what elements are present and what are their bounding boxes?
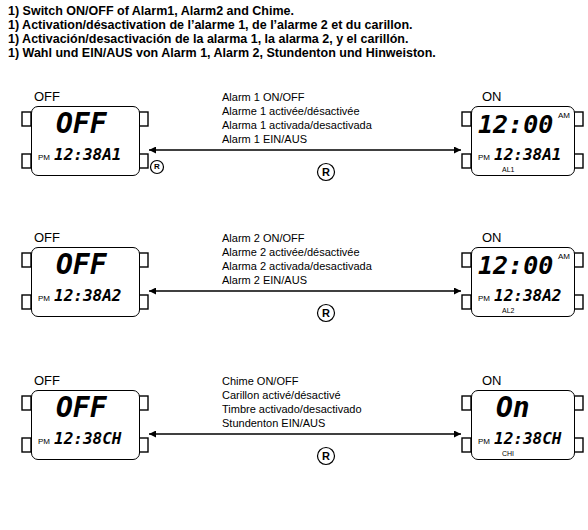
lcd-sub: 12:38CH [54,431,121,447]
caption-translation: Alarme 1 activée/désactivée [222,105,360,118]
caption-translation: Alarma 2 activada/desactivada [222,260,372,273]
state-heading: OFF [34,374,60,387]
state-heading: ON [482,90,502,103]
lcd-indicator: PM [38,154,50,162]
watch-display: OFFOFFPM12:38A2 [31,247,140,317]
state-heading: ON [482,231,502,244]
edge-label: Alarm 2 ON/OFF [222,232,305,245]
watch-display: ON12:00AMPM12:38A2AL2 [471,247,575,317]
lcd-main: OFF [56,394,107,422]
caption-translation: Alarm 1 EIN/AUS [222,133,307,146]
caption-translation: Alarma 1 activada/desactivada [222,119,372,132]
lcd-indicator: PM [478,295,490,303]
button-mark: R [322,167,330,178]
heading: 1) Switch ON/OFF of Alarm1, Alarm2 and C… [8,5,553,19]
heading-translation: 1) Activación/desactivación de la alarma… [8,33,553,47]
state-heading: OFF [34,231,60,244]
lcd-indicator: AM [558,253,570,261]
lcd-indicator: CHI [502,450,514,457]
lcd-indicator: PM [478,154,490,162]
edge-label: Chime ON/OFF [222,375,298,388]
state-heading: ON [482,374,502,387]
state-heading: OFF [34,90,60,103]
lcd-indicator: AL2 [502,307,514,314]
caption-translation: Carillon activé/désactivé [222,389,341,402]
button-mark: R [154,163,160,171]
lcd-indicator: PM [38,438,50,446]
lcd-main: OFF [56,110,107,138]
watch-display: OFFOFFPM12:38CH [31,390,140,460]
caption-translation: Timbre activado/desactivado [222,403,362,416]
toggle-arrow [149,149,461,150]
caption-translation: Alarm 2 EIN/AUS [222,274,307,287]
lcd-sub: 12:38A1 [54,147,121,163]
edge-label: Alarm 1 ON/OFF [222,91,305,104]
lcd-sub: 12:38A2 [494,288,561,304]
lcd-indicator: PM [38,295,50,303]
lcd-main: 12:00 [478,112,553,137]
lcd-main: On [496,394,530,422]
heading-translation: 1) Activation/désactivation de l’alarme … [8,19,553,33]
caption-translation: Stundenton EIN/AUS [222,417,325,430]
lcd-sub: 12:38A2 [54,288,121,304]
heading-translation: 1) Wahl und EIN/AUS von Alarm 1, Alarm 2… [8,47,553,61]
lcd-indicator: AL1 [502,166,514,173]
button-circles [151,161,335,465]
lcd-main: OFF [56,251,107,279]
lcd-sub: 12:38CH [494,431,561,447]
watch-display: ON12:00AMPM12:38A1AL1 [471,106,575,176]
button-mark: R [322,308,330,319]
lcd-indicator: AM [558,112,570,120]
watch-display: OFFOFFPM12:38A1 [31,106,140,176]
toggle-arrow [149,433,461,434]
lcd-main: 12:00 [478,253,553,278]
lcd-indicator: PM [478,438,490,446]
lcd-sub: 12:38A1 [494,147,561,163]
caption-translation: Alarme 2 activée/désactivée [222,246,360,259]
watch-display: ONOnPM12:38CHCHI [471,390,575,460]
button-mark: R [322,451,330,462]
toggle-arrow [149,290,461,291]
